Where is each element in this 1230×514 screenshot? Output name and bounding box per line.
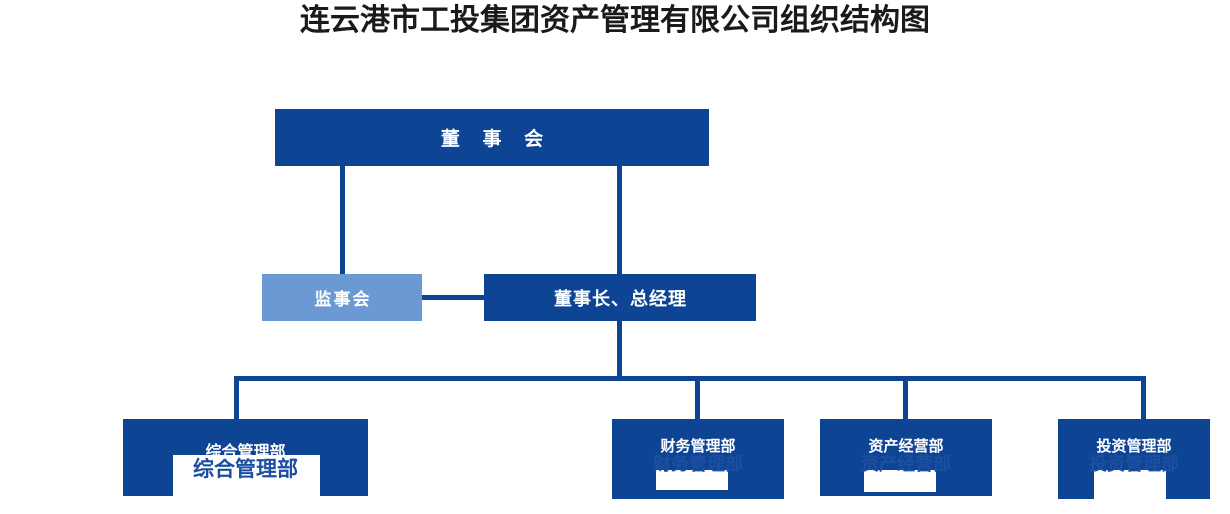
- connector-supervisory-to-chairman: [422, 295, 485, 300]
- node-department-investment-management[interactable]: 投资管理部 投资管理部: [1058, 419, 1210, 499]
- department-label-ghost-0: 综合管理部: [193, 457, 298, 481]
- connector-chairman-to-bus: [617, 321, 622, 379]
- department-label-ghost-3: 投资管理部: [1089, 454, 1179, 475]
- render-clip-rect-0: [173, 455, 320, 508]
- page-title: 连云港市工投集团资产管理有限公司组织结构图: [300, 3, 930, 38]
- department-label-2: 资产经营部: [868, 437, 944, 455]
- render-clip-rect-1: [656, 470, 728, 490]
- connector-board-to-chairman: [617, 166, 622, 275]
- node-department-finance[interactable]: 财务管理部 财务管理部: [612, 419, 784, 499]
- connector-drop-department-1: [695, 376, 700, 419]
- node-department-general-administration[interactable]: 综合管理部 综合管理部: [123, 419, 368, 508]
- node-chairman-general-manager[interactable]: 董事长、总经理: [484, 274, 756, 321]
- render-clip-rect-3: [1094, 470, 1166, 499]
- department-label-0: 综合管理部: [205, 442, 286, 461]
- connector-drop-department-0: [234, 376, 239, 419]
- node-department-asset-operations[interactable]: 资产经营部 资产经营部: [820, 419, 992, 496]
- node-board-of-directors[interactable]: 董 事 会: [275, 109, 709, 166]
- render-clip-rect-2: [864, 470, 936, 492]
- department-label-ghost-2: 资产经营部: [861, 454, 951, 475]
- node-supervisory-board[interactable]: 监事会: [262, 274, 422, 321]
- connector-drop-department-2: [903, 376, 908, 419]
- connector-drop-department-3: [1141, 376, 1146, 419]
- connector-board-to-supervisory: [340, 166, 345, 275]
- connector-department-bus: [234, 376, 1146, 381]
- department-label-ghost-1: 财务管理部: [653, 454, 743, 475]
- department-label-3: 投资管理部: [1096, 437, 1172, 455]
- department-label-1: 财务管理部: [660, 437, 736, 455]
